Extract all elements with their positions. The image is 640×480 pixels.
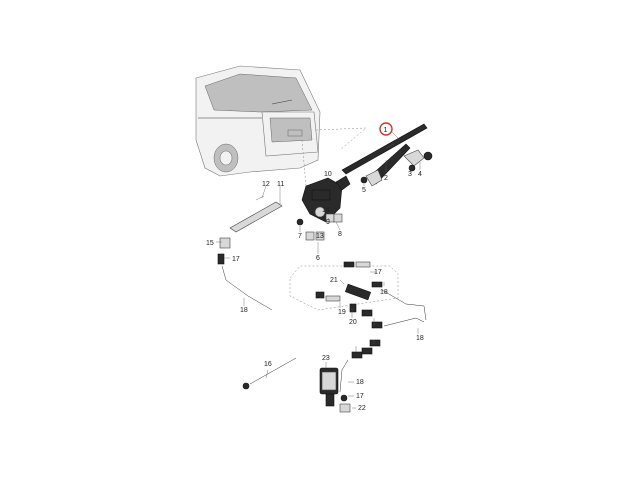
callout-20: 20 — [349, 319, 357, 326]
callout-18c: 18 — [416, 335, 424, 342]
wiper-arm — [365, 143, 411, 187]
callout-11: 11 — [277, 181, 284, 188]
callout-3: 3 — [408, 171, 412, 178]
callout-21: 21 — [330, 277, 338, 284]
callout-13: 13 — [316, 233, 324, 240]
callout-16: 16 — [264, 361, 272, 368]
callout-2: 2 — [384, 175, 388, 182]
callouts: 1 2 3 4 5 6 7 8 9 10 11 12 13 14 15 16 1… — [206, 127, 424, 412]
callout-19: 19 — [338, 309, 346, 316]
trim-strip — [229, 195, 283, 233]
fasteners — [296, 176, 368, 241]
pump-hoses — [339, 339, 381, 393]
callout-22: 22 — [358, 405, 366, 412]
washer-pump — [319, 367, 351, 413]
callout-17a: 17 — [232, 256, 240, 263]
car-illustration — [195, 65, 321, 177]
callout-9: 9 — [326, 219, 330, 226]
callout-leaders — [216, 131, 421, 409]
callout-17b: 17 — [374, 269, 382, 276]
callout-5: 5 — [362, 187, 366, 194]
callout-23: 23 — [322, 355, 330, 362]
callout-6: 6 — [316, 255, 320, 262]
highlight-ring — [379, 122, 393, 136]
left-hose — [217, 237, 273, 311]
callout-1: 1 — [384, 127, 388, 134]
cable-tie — [242, 357, 297, 390]
wiper-motor — [301, 175, 351, 223]
callout-8: 8 — [338, 231, 342, 238]
callout-10: 10 — [324, 171, 332, 178]
callout-18d: 18 — [356, 379, 364, 386]
callout-12: 12 — [262, 181, 270, 188]
center-hoses — [315, 261, 427, 329]
callout-7: 7 — [298, 233, 302, 240]
cap-nut-3-4 — [403, 149, 433, 172]
wiper-blade — [341, 123, 428, 175]
leader-lines — [289, 127, 399, 311]
callout-4: 4 — [418, 171, 422, 178]
callout-18b: 18 — [380, 289, 388, 296]
callout-18a: 18 — [240, 307, 248, 314]
callout-14: 14 — [322, 207, 330, 214]
callout-15: 15 — [206, 240, 214, 247]
callout-17c: 17 — [356, 393, 364, 400]
